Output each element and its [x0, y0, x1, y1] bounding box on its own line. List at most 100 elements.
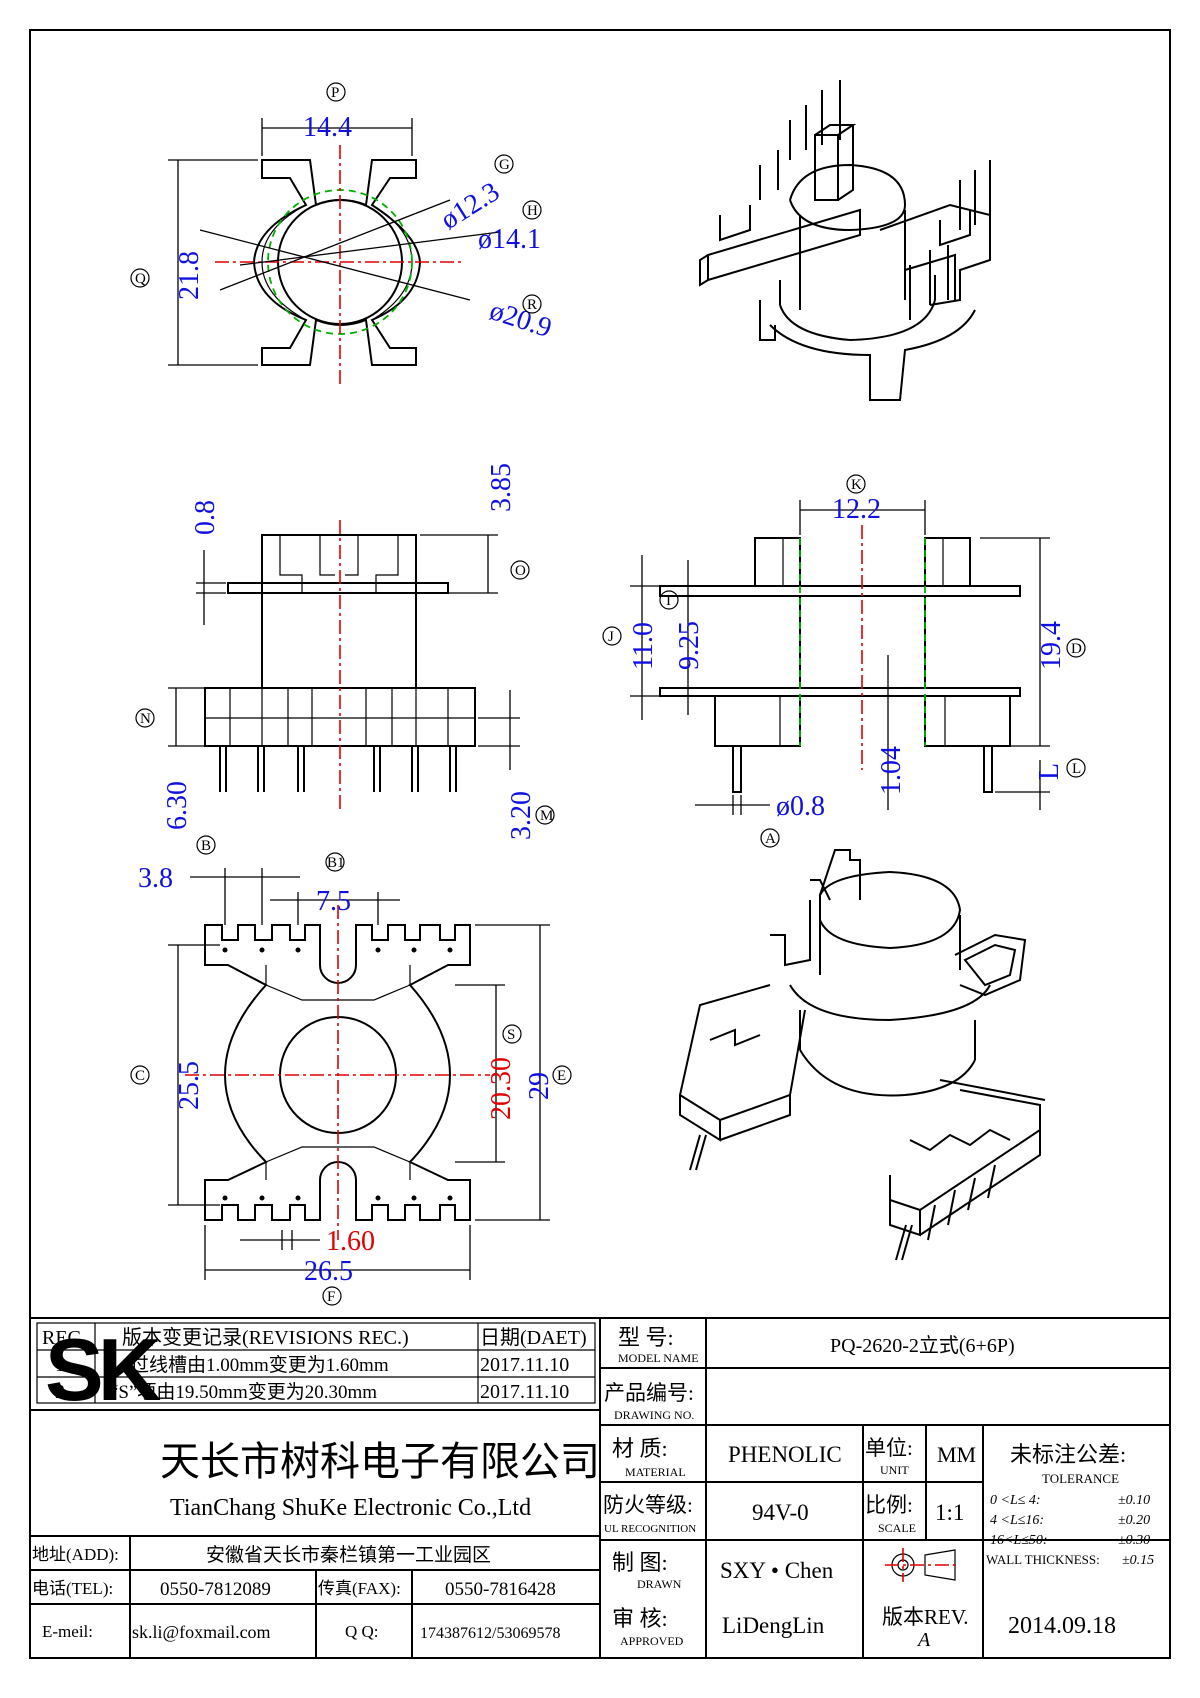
side-view: 3.85 0.8 6.30 3.20 O N M — [135, 463, 555, 840]
tolerance-range-1: 0 <L≤ 4: — [990, 1493, 1041, 1508]
drawn-value: SXY • Chen — [720, 1558, 834, 1583]
fire-label-cn: 防火等级: — [603, 1493, 693, 1517]
dim-A-value: ø0.8 — [776, 791, 825, 822]
dim-H-value: ø14.1 — [478, 224, 541, 255]
marker-B1: B1 — [327, 855, 345, 871]
marker-G: G — [499, 157, 510, 173]
rev-row2-date: 2017.11.10 — [480, 1381, 569, 1403]
tolerance-label-cn: 未标注公差: — [1010, 1442, 1126, 1467]
dim-Q-value: 21.8 — [174, 251, 205, 300]
dim-top-thickness-value: 0.8 — [190, 500, 221, 535]
fax-value: 0550-7816428 — [445, 1579, 556, 1600]
rev-value: A — [916, 1629, 931, 1651]
dim-O-value: 3.85 — [486, 463, 517, 512]
scale-label-en: SCALE — [878, 1521, 916, 1535]
dim-P-value: 14.4 — [303, 112, 352, 143]
drawn-label-cn: 制 图: — [612, 1550, 668, 1575]
marker-C: C — [135, 1068, 145, 1084]
tel-value: 0550-7812089 — [160, 1579, 271, 1600]
tolerance-val-3: ±0.30 — [1118, 1533, 1150, 1548]
unit-value: MM — [937, 1442, 976, 1467]
rev-row2-desc: “S”项由19.50mm变更为20.30mm — [110, 1381, 377, 1403]
dim-E-value: 29 — [524, 1072, 555, 1100]
drawing-no-label-cn: 产品编号: — [604, 1381, 694, 1405]
marker-P: P — [331, 85, 339, 101]
model-value: PQ-2620-2立式(6+6P) — [830, 1334, 1015, 1357]
scale-label-cn: 比例: — [865, 1493, 913, 1517]
rev-row1-desc: 过线槽由1.00mm变更为1.60mm — [130, 1354, 389, 1376]
qq-label: Q Q: — [345, 1622, 379, 1641]
dim-D-value: 19.4 — [1036, 621, 1067, 670]
rev-row1-rec: 1. — [55, 1354, 70, 1376]
wall-thickness-label: WALL THICKNESS: — [986, 1552, 1100, 1567]
rev-row1-date: 2017.11.10 — [480, 1354, 569, 1376]
marker-D: D — [1071, 641, 1082, 657]
bottom-view: 3.8 7.5 25.5 20.30 29 1.60 26.5 B B1 C S… — [130, 835, 572, 1306]
dim-I-value: 9.25 — [674, 621, 705, 670]
dim-J-value: 11.0 — [628, 622, 659, 670]
title-block-grid — [30, 1317, 1170, 1658]
unit-label-cn: 单位: — [865, 1436, 913, 1460]
model-label-cn: 型 号: — [618, 1325, 674, 1350]
approved-label-en: APPROVED — [620, 1634, 684, 1648]
isometric-view-top — [699, 80, 991, 401]
marker-S: S — [507, 1027, 515, 1043]
approved-value: LiDengLin — [722, 1613, 825, 1638]
dim-S-value: 20.30 — [486, 1057, 517, 1120]
tel-label: 电话(TEL): — [32, 1579, 113, 1598]
marker-A: A — [765, 831, 776, 847]
tolerance-range-2: 4 <L≤16: — [990, 1513, 1044, 1528]
marker-I: I — [666, 593, 671, 609]
marker-Q: Q — [135, 271, 146, 287]
dim-C-value: 25.5 — [174, 1061, 205, 1110]
model-label-en: MODEL NAME — [618, 1351, 699, 1365]
scale-value: 1:1 — [935, 1500, 964, 1525]
rev-row2-rec: 2. — [55, 1381, 70, 1403]
company-name-cn: 天长市树科电子有限公司 — [160, 1439, 600, 1484]
marker-H: H — [527, 203, 538, 219]
dim-slot-value: 1.60 — [326, 1226, 375, 1257]
material-value: PHENOLIC — [728, 1442, 842, 1467]
rev-label: 版本REV. — [882, 1605, 969, 1629]
addr-value: 安徽省天长市秦栏镇第一工业园区 — [206, 1544, 491, 1566]
marker-E: E — [557, 1068, 566, 1084]
title-block: REC. 版本变更记录(REVISIONS REC.) 日期(DAET) 1. … — [32, 1325, 1154, 1651]
drawing-no-label-en: DRAWING NO. — [614, 1408, 694, 1422]
marker-J: J — [608, 629, 614, 645]
top-view: 14.4 21.8 ø12.3 ø14.1 ø20.9 P Q G H R — [130, 82, 555, 385]
marker-B: B — [201, 838, 211, 854]
tolerance-range-3: 16<L≤50: — [990, 1533, 1048, 1548]
dim-L-value: L — [1034, 763, 1065, 780]
rev-header-rec: REC. — [42, 1327, 86, 1349]
front-view: 12.2 19.4 L 11.0 9.25 1.04 ø0.8 K I J D … — [602, 474, 1086, 848]
dim-flange-value: 1.04 — [876, 746, 907, 795]
tolerance-val-2: ±0.20 — [1118, 1513, 1150, 1528]
fax-label: 传真(FAX): — [318, 1579, 401, 1598]
qq-value: 174387612/53069578 — [420, 1625, 560, 1642]
marker-K: K — [851, 477, 862, 493]
marker-R: R — [527, 297, 537, 313]
dim-N-value: 6.30 — [162, 781, 193, 830]
isometric-view-bottom — [678, 849, 1046, 1261]
marker-M: M — [540, 808, 553, 824]
email-label: E-meil: — [42, 1622, 93, 1641]
fire-value: 94V-0 — [752, 1500, 809, 1525]
addr-label: 地址(ADD): — [32, 1545, 119, 1564]
svg-text:SK: SK — [45, 1320, 161, 1419]
projection-symbol — [885, 1548, 960, 1582]
company-logo: SK — [45, 1320, 167, 1419]
dim-R-value: ø20.9 — [486, 295, 555, 344]
drawn-label-en: DRAWN — [637, 1577, 682, 1591]
marker-F: F — [327, 1289, 335, 1305]
unit-label-en: UNIT — [880, 1463, 909, 1477]
dim-B1-value: 7.5 — [316, 886, 351, 917]
wall-thickness-val: ±0.15 — [1122, 1553, 1154, 1568]
drawing-date: 2014.09.18 — [1008, 1613, 1116, 1639]
approved-label-cn: 审 核: — [612, 1606, 668, 1631]
tolerance-label-en: TOLERANCE — [1042, 1471, 1119, 1486]
rev-header-date: 日期(DAET) — [480, 1327, 587, 1349]
dim-K-value: 12.2 — [832, 494, 881, 525]
marker-N: N — [140, 711, 151, 727]
dim-B-value: 3.8 — [138, 863, 173, 894]
